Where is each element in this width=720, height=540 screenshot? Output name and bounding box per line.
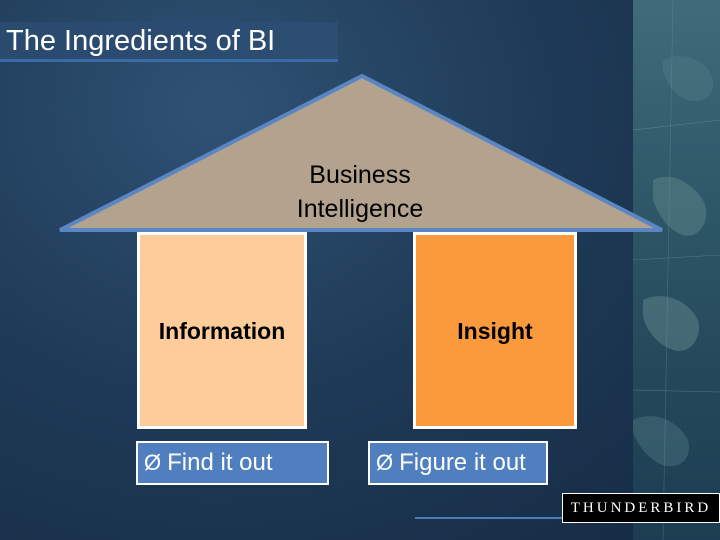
pillar-insight: Insight — [413, 232, 577, 429]
roof-triangle — [59, 73, 663, 232]
title-bar: The Ingredients of BI — [0, 22, 338, 62]
globe-decoration — [633, 0, 720, 540]
thunderbird-logo: THUNDERBIRD — [562, 493, 720, 523]
globe-map-icon — [633, 0, 720, 540]
slide-title: The Ingredients of BI — [6, 25, 276, 57]
action-figure-it-out-text: Figure it out — [399, 449, 526, 476]
roof-label-line1: Business — [309, 161, 411, 189]
action-find-it-out-text: Find it out — [167, 449, 273, 476]
arrow-bullet-icon: Ø — [376, 450, 394, 475]
roof-label: Business Intelligence — [250, 158, 470, 226]
pillar-information: Information — [137, 232, 307, 429]
pillar-insight-label: Insight — [457, 318, 533, 344]
arrow-bullet-icon: Ø — [144, 450, 162, 475]
roof-label-line2: Intelligence — [296, 195, 424, 223]
footer-divider — [415, 517, 562, 519]
pillar-information-label: Information — [158, 318, 286, 344]
